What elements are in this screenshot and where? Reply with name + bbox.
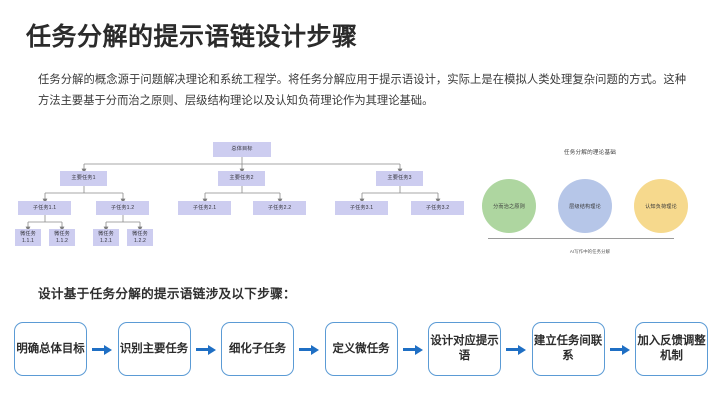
flow-step-2: 识别主要任务 bbox=[117, 322, 191, 376]
tree-node-sub-task-1-2: 子任务1.2 bbox=[96, 201, 149, 215]
tree-node-sub-task-3-1: 子任务3.1 bbox=[335, 201, 388, 215]
tree-node-micro-task-1-2-2: 微任务 1.2.2 bbox=[127, 229, 153, 246]
flow-arrow-icon-4 bbox=[402, 343, 423, 355]
flow-arrow-icon-3 bbox=[299, 343, 320, 355]
tree-node-micro-task-1-2-1: 微任务 1.2.1 bbox=[93, 229, 119, 246]
intro-paragraph: 任务分解的概念源于问题解决理论和系统工程学。将任务分解应用于提示语设计，实际上是… bbox=[38, 74, 686, 107]
venn-title: 任务分解的理论基础 bbox=[563, 150, 617, 156]
flow-arrow-icon-6 bbox=[609, 343, 630, 355]
tree-node-sub-task-2-1: 子任务2.1 bbox=[178, 201, 231, 215]
flow-step-5: 设计对应提示语 bbox=[428, 322, 501, 376]
tree-node-root: 总体目标 bbox=[213, 142, 271, 157]
page-title: 任务分解的提示语链设计步骤 bbox=[26, 23, 358, 51]
tree-node-micro-task-1-1-2: 微任务 1.1.2 bbox=[49, 229, 75, 246]
theory-circle-hierarchy: 层级结构理论 bbox=[558, 179, 612, 233]
venn-baseline bbox=[488, 238, 674, 239]
tree-node-main-task-3: 主要任务3 bbox=[376, 171, 423, 186]
flow-arrow-icon-1 bbox=[92, 343, 113, 355]
theory-circle-cognitive-load: 认知负荷理论 bbox=[634, 179, 688, 233]
flow-step-7: 加入反馈调整机制 bbox=[635, 322, 708, 376]
venn-caption: AI写作中的任务分解 bbox=[569, 249, 611, 254]
tree-node-main-task-1: 主要任务1 bbox=[60, 171, 107, 186]
tree-node-main-task-2: 主要任务2 bbox=[218, 171, 265, 186]
tree-connectors bbox=[25, 157, 441, 232]
flow-arrow-icon-2 bbox=[195, 343, 216, 355]
flow-step-3: 细化子任务 bbox=[221, 322, 294, 376]
tree-node-sub-task-2-2: 子任务2.2 bbox=[253, 201, 306, 215]
steps-lead-text: 设计基于任务分解的提示语链涉及以下步骤： bbox=[38, 287, 296, 301]
task-decomposition-tree: 总体目标 主要任务1 主要任务2 主要任务3 子任务1.1 子任务1.2 子任务… bbox=[15, 133, 470, 265]
flow-arrow-icon-5 bbox=[506, 343, 527, 355]
flow-step-6: 建立任务间联系 bbox=[531, 322, 605, 376]
flow-step-1: 明确总体目标 bbox=[14, 322, 87, 376]
tree-node-sub-task-3-2: 子任务3.2 bbox=[411, 201, 464, 215]
flow-step-4: 定义微任务 bbox=[324, 322, 398, 376]
theory-circle-divide-and-conquer: 分而治之原则 bbox=[482, 179, 536, 233]
theory-foundation-diagram: 任务分解的理论基础 分而治之原则 层级结构理论 认知负荷理论 AI写作中的任务分… bbox=[470, 135, 710, 267]
tree-node-sub-task-1-1: 子任务1.1 bbox=[18, 201, 71, 215]
tree-node-micro-task-1-1-1: 微任务 1.1.1 bbox=[15, 229, 41, 246]
steps-flowchart: 明确总体目标 识别主要任务 细化子任务 定义微任务 设计对应提示语 建立任务间联… bbox=[14, 322, 708, 376]
